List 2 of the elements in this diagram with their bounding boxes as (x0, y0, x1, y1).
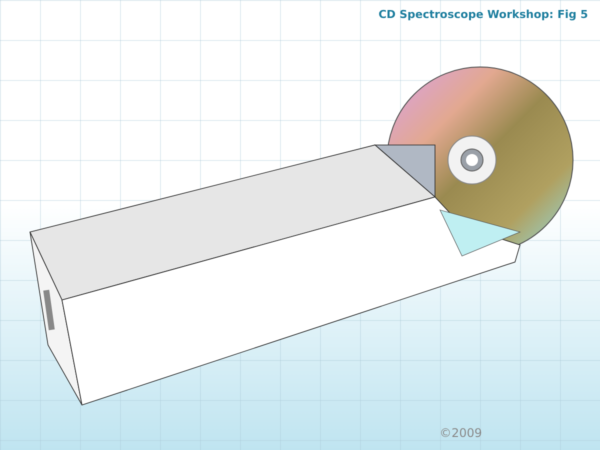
figure-title: CD Spectroscope Workshop: Fig 5 (378, 8, 588, 21)
copyright-note: ©2009 (439, 426, 482, 440)
